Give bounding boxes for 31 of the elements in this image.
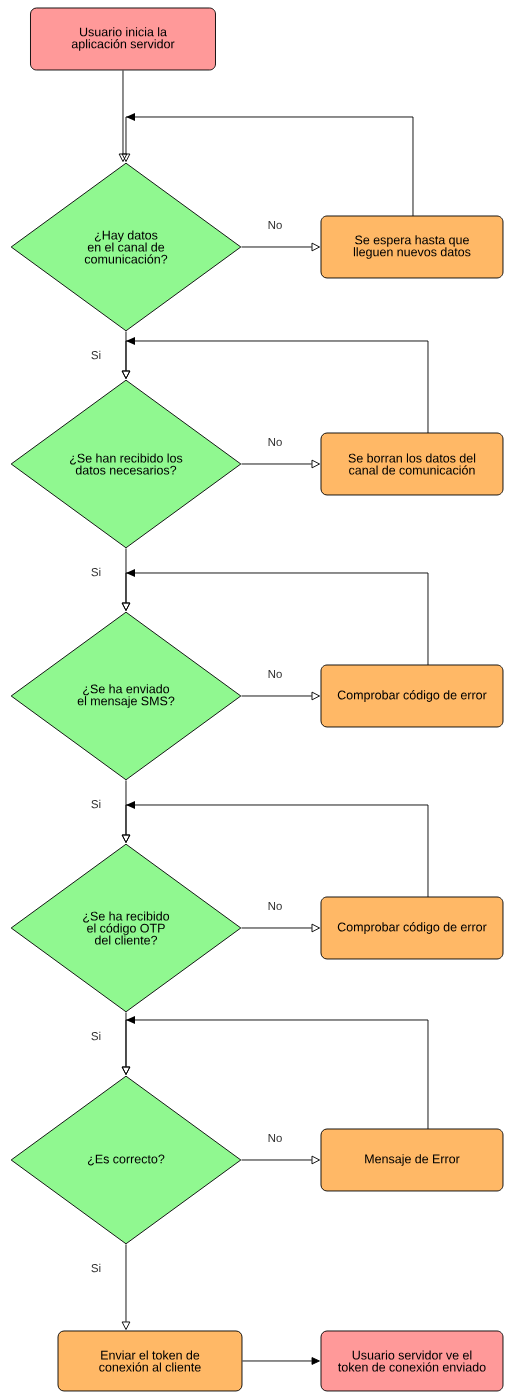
edge-label: No [268,902,282,910]
process-box: Comprobar código de error [320,896,504,960]
arrow [121,1016,429,1130]
arrow [241,1155,320,1165]
arrow [121,801,429,898]
terminal-box: Usuario servidor ve el token de conexión enviado [320,1330,504,1392]
arrow [242,1357,320,1365]
arrow [118,70,128,162]
arrow [121,569,429,666]
edge-label: No [268,438,282,446]
process-box: Se borran los datos del canal de comunicación [320,432,504,496]
arrow [121,1244,131,1330]
edge-label: Si [91,350,101,360]
process-box: Enviar el token de conexión al cliente [57,1330,243,1392]
arrow [241,459,320,469]
edge-label: Si [91,567,101,577]
edge-label: Si [91,1263,101,1273]
process-box: Mensaje de Error [320,1128,504,1192]
edge-label: No [268,670,282,678]
process-box: Se espera hasta que lleguen nuevos datos [320,215,504,279]
edge-label: Si [91,1031,101,1041]
arrow [121,337,429,434]
arrow [241,691,320,701]
arrow [241,923,320,933]
edge-label: No [268,221,282,229]
process-box: Comprobar código de error [320,664,504,728]
terminal-box: Usuario inicia la aplicación servidor [30,7,216,71]
edge-label: No [268,1134,282,1142]
arrow [121,113,414,217]
edge-label: Si [91,799,101,809]
arrow [241,242,320,252]
